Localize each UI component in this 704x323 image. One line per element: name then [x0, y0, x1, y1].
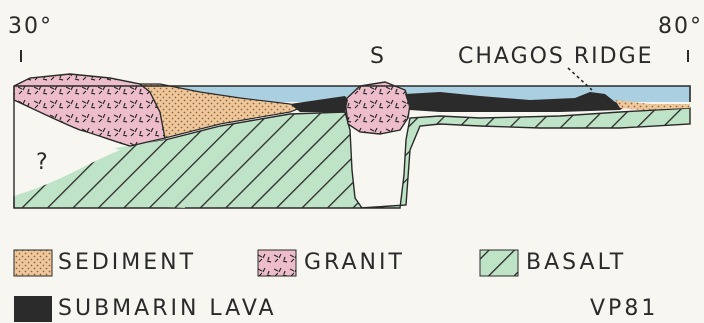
ridge-label: CHAGOS RIDGE	[458, 44, 654, 69]
swatch-lava	[14, 296, 52, 322]
legend-basalt-label: BASALT	[526, 250, 626, 275]
code-label: VP81	[590, 296, 658, 321]
lon-left-label: 30°	[8, 14, 53, 39]
legend-sediment-label: SEDIMENT	[58, 250, 196, 275]
point-s-label: S	[370, 44, 386, 69]
swatch-basalt	[480, 250, 518, 276]
legend-granit-label: GRANIT	[304, 250, 405, 275]
legend-lava-label: SUBMARIN LAVA	[58, 296, 277, 321]
lon-right-label: 80°	[658, 14, 703, 39]
swatch-sediment	[14, 250, 52, 276]
unknown-label: ?	[36, 150, 50, 175]
swatch-granit	[258, 250, 296, 276]
